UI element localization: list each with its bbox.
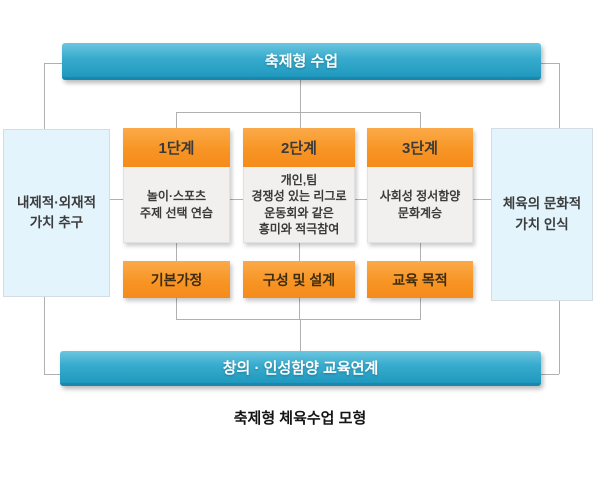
connector-line	[44, 295, 45, 374]
connector-line	[230, 199, 243, 200]
stage-1-body: 놀이·스포츠 주제 선택 연습	[123, 167, 230, 243]
connector-line	[176, 243, 177, 261]
stage-1-body-label: 놀이·스포츠 주제 선택 연습	[140, 189, 213, 220]
connector-line	[300, 319, 301, 351]
stage-column-3: 3단계 사회성 정서함양 문화계승	[367, 128, 473, 243]
right-panel-label: 체육의 문화적 가치 인식	[502, 196, 582, 232]
stage-3-body-label: 사회성 정서함양 문화계승	[379, 189, 461, 220]
top-bar-festival-class: 축제형 수업	[62, 43, 541, 80]
connector-line	[176, 112, 421, 113]
connector-line	[541, 374, 559, 375]
connector-line	[44, 63, 45, 129]
bottom-bar-label: 창의 · 인성함양 교육연계	[222, 359, 379, 377]
stage-2-body-label: 개인,팀 경쟁성 있는 리그로 운동회와 같은 흥미와 적극참여	[251, 173, 347, 236]
right-panel-cultural-value: 체육의 문화적 가치 인식	[491, 128, 593, 301]
connector-line	[473, 199, 491, 200]
connector-line	[109, 199, 123, 200]
left-panel-intrinsic-extrinsic-value: 내제적·외재적 가치 추구	[3, 129, 110, 297]
stage-2-header-label: 2단계	[281, 140, 317, 157]
footer-box-1-label: 기본가정	[150, 271, 203, 288]
footer-box-2-label: 구성 및 설계	[262, 271, 336, 288]
connector-line	[44, 63, 62, 64]
stage-2-body: 개인,팀 경쟁성 있는 리그로 운동회와 같은 흥미와 적극참여	[243, 167, 355, 243]
connector-line	[299, 298, 300, 319]
stage-1-header: 1단계	[123, 128, 230, 167]
footer-box-3-label: 교육 목적	[392, 271, 448, 288]
stage-column-2: 2단계 개인,팀 경쟁성 있는 리그로 운동회와 같은 흥미와 적극참여	[243, 128, 355, 243]
stage-1-header-label: 1단계	[158, 140, 195, 157]
stage-3-body: 사회성 정서함양 문화계승	[367, 167, 473, 243]
connector-line	[176, 319, 421, 320]
connector-line	[355, 199, 367, 200]
footer-box-basic-assumption: 기본가정	[123, 261, 230, 298]
bottom-bar-creativity-character-education: 창의 · 인성함양 교육연계	[60, 351, 541, 386]
connector-line	[176, 112, 177, 128]
connector-line	[420, 243, 421, 261]
stage-3-header-label: 3단계	[402, 140, 438, 157]
connector-line	[559, 299, 560, 374]
stage-3-header: 3단계	[367, 128, 473, 167]
connector-line	[300, 80, 301, 128]
connector-line	[541, 63, 559, 64]
diagram-caption: 축제형 체육수업 모형	[233, 410, 367, 427]
left-panel-label: 내제적·외재적 가치 추구	[16, 194, 96, 230]
connector-line	[420, 298, 421, 319]
stage-2-header: 2단계	[243, 128, 355, 167]
connector-line	[420, 112, 421, 128]
footer-box-composition-design: 구성 및 설계	[243, 261, 355, 298]
connector-line	[176, 298, 177, 319]
stage-column-1: 1단계 놀이·스포츠 주제 선택 연습	[123, 128, 230, 243]
connector-line	[44, 374, 60, 375]
footer-box-education-purpose: 교육 목적	[367, 261, 473, 298]
top-bar-label: 축제형 수업	[264, 52, 339, 70]
connector-line	[559, 63, 560, 128]
connector-line	[299, 243, 300, 261]
